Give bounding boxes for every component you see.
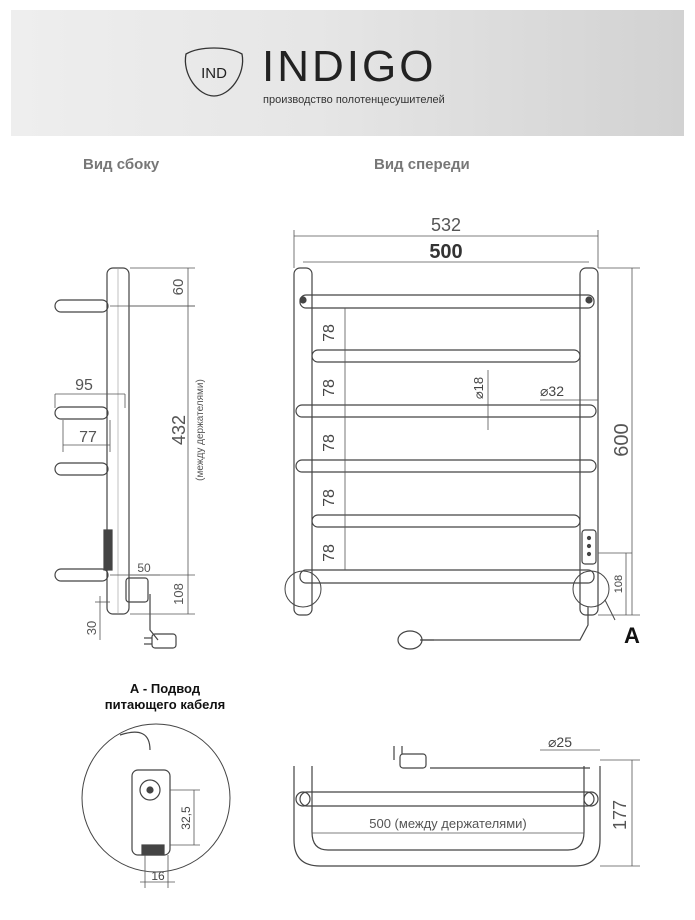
dim-front-d18: ⌀18 bbox=[471, 377, 486, 399]
detail-box bbox=[131, 769, 171, 856]
front-cable bbox=[420, 607, 589, 641]
dim-front-600: 600 bbox=[611, 423, 633, 456]
dim-side-108: 108 bbox=[171, 583, 186, 605]
dim-front-78: 78 bbox=[321, 379, 338, 397]
front-rung bbox=[299, 294, 595, 309]
indigo-logo-icon: IND bbox=[184, 47, 244, 97]
control-panel-icon bbox=[581, 529, 597, 565]
dim-side-432: 432 bbox=[169, 415, 189, 445]
dim-top-d25: ⌀25 bbox=[548, 734, 572, 750]
front-rung bbox=[311, 514, 581, 528]
front-rung bbox=[295, 459, 597, 473]
detail-circle bbox=[81, 723, 231, 873]
front-mount-left bbox=[284, 570, 322, 608]
dim-side-432-note: (между держателями) bbox=[195, 379, 206, 481]
side-rung bbox=[54, 406, 109, 420]
dim-front-78: 78 bbox=[321, 324, 338, 342]
dim-front-78: 78 bbox=[321, 434, 338, 452]
top-mount-left bbox=[295, 791, 311, 807]
dim-side-30: 30 bbox=[84, 621, 99, 635]
front-rung bbox=[311, 349, 581, 363]
top-plug-icon bbox=[393, 746, 427, 769]
front-mount-right bbox=[572, 570, 610, 608]
side-view bbox=[54, 267, 195, 649]
dim-side-50: 50 bbox=[137, 561, 151, 575]
header-banner bbox=[11, 10, 684, 136]
top-mount-right bbox=[583, 791, 599, 807]
side-rung bbox=[54, 299, 109, 313]
dim-front-532: 532 bbox=[431, 215, 461, 235]
side-rung bbox=[54, 568, 109, 582]
dim-side-60: 60 bbox=[170, 279, 187, 296]
side-cable bbox=[149, 594, 159, 641]
front-rung bbox=[295, 404, 597, 418]
dim-front-d32: ⌀32 bbox=[540, 383, 564, 399]
front-rung bbox=[299, 569, 595, 584]
dim-side-77: 77 bbox=[79, 429, 97, 446]
side-view-title: Вид сбоку bbox=[83, 156, 160, 173]
detail-caption: А - Подвод питающего кабеля bbox=[100, 681, 230, 713]
detail-marker: А bbox=[624, 623, 640, 648]
side-heater bbox=[103, 529, 113, 571]
top-frame-inner bbox=[311, 766, 585, 851]
front-view-title: Вид спереди bbox=[374, 156, 470, 173]
dim-detail-32-5: 32,5 bbox=[179, 806, 193, 830]
dim-front-108: 108 bbox=[613, 575, 625, 593]
front-left-post bbox=[293, 267, 313, 616]
logo-mark-text: IND bbox=[201, 65, 227, 82]
front-view bbox=[284, 230, 640, 650]
side-rung bbox=[54, 462, 109, 476]
detail-view bbox=[81, 723, 231, 888]
dim-detail-16: 16 bbox=[151, 869, 165, 883]
dim-top-500-note: 500 (между держателями) bbox=[369, 816, 527, 831]
dim-front-500: 500 bbox=[429, 241, 462, 263]
dim-front-78: 78 bbox=[321, 544, 338, 562]
front-plug-icon bbox=[397, 630, 434, 650]
dim-front-78: 78 bbox=[321, 489, 338, 507]
front-right-post bbox=[579, 267, 599, 616]
detail-caption-line1: А - Подвод bbox=[129, 681, 201, 696]
detail-caption-line2: питающего кабеля bbox=[104, 697, 226, 712]
brand-tagline: производство полотенцесушителей bbox=[263, 94, 445, 106]
side-cable-box bbox=[125, 577, 149, 603]
dim-top-177: 177 bbox=[610, 800, 630, 830]
top-rung bbox=[299, 791, 595, 807]
plug-icon bbox=[144, 633, 177, 649]
brand-name: INDIGO bbox=[262, 42, 437, 91]
top-frame-outer bbox=[293, 766, 601, 867]
top-view bbox=[293, 746, 640, 867]
dim-side-95: 95 bbox=[75, 377, 93, 394]
